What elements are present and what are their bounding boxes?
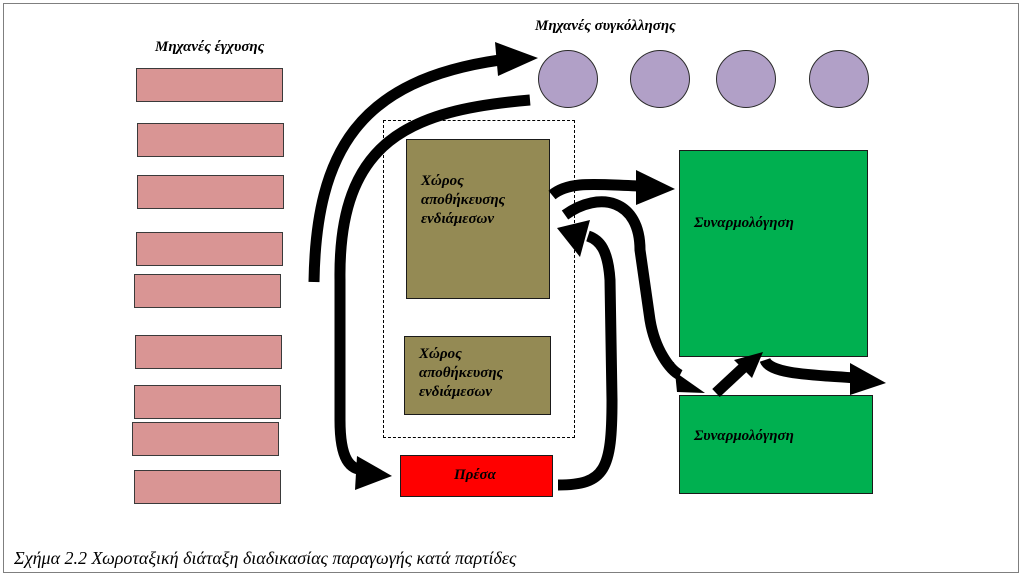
- arrowhead-assembly-1: [636, 170, 675, 205]
- casting-machine-3: [137, 175, 284, 209]
- casting-machine-8: [132, 422, 279, 456]
- welding-machine-3: [716, 50, 776, 108]
- arrow-assembly-2-to-1: [712, 361, 749, 398]
- arrowhead-storage: [557, 220, 590, 257]
- assembly-station-2-label: Συναρμολόγηση: [694, 428, 794, 444]
- casting-machine-5: [134, 274, 281, 308]
- arrow-welding-to-press: [334, 94, 531, 476]
- storage-area-1: Χώρος αποθήκευσης ενδιάμεσων: [406, 139, 550, 299]
- arrow-assembly-1-out: [759, 357, 856, 384]
- casting-machine-1: [136, 68, 283, 102]
- welding-machine-2: [630, 50, 690, 108]
- assembly-station-2: Συναρμολόγηση: [679, 395, 873, 494]
- press-label: Πρέσα: [454, 467, 496, 483]
- storage-area-2: Χώρος αποθήκευσης ενδιάμεσων: [404, 336, 551, 415]
- arrow-storage-to-assembly-2: [561, 196, 683, 380]
- figure-caption: Σχήμα 2.2 Χωροταξική διάταξη διαδικασίας…: [14, 548, 517, 568]
- casting-machine-9: [134, 470, 281, 504]
- arrowhead-assembly-2: [668, 362, 705, 393]
- welding-machine-4: [809, 50, 869, 108]
- casting-machine-2: [137, 123, 284, 157]
- assembly-station-1-label: Συναρμολόγηση: [694, 215, 794, 231]
- arrowhead-welding: [495, 42, 538, 76]
- welding-machines-label: Μηχανές συγκόλλησης: [535, 18, 676, 34]
- casting-machine-6: [135, 335, 282, 369]
- storage-area-2-label: Χώρος αποθήκευσης ενδιάμεσων: [419, 346, 504, 400]
- arrow-storage-to-assembly-1: [548, 178, 641, 200]
- storage-area-1-label: Χώρος αποθήκευσης ενδιάμεσων: [421, 173, 506, 227]
- casting-machine-4: [136, 232, 283, 266]
- press: Πρέσα: [400, 455, 553, 497]
- assembly-station-1: Συναρμολόγηση: [679, 150, 868, 357]
- figure-frame: [3, 3, 1019, 573]
- arrowhead-assembly-2-to-1: [734, 352, 763, 378]
- storage-area-boundary: [383, 120, 575, 438]
- arrowhead-press: [355, 456, 392, 490]
- casting-machine-7: [134, 385, 281, 419]
- casting-machines-label: Μηχανές έγχυσης: [155, 39, 265, 55]
- welding-machine-1: [538, 50, 598, 108]
- arrow-casting-to-welding: [308, 54, 501, 283]
- arrowhead-out: [850, 363, 886, 395]
- arrow-press-to-storage: [557, 230, 618, 491]
